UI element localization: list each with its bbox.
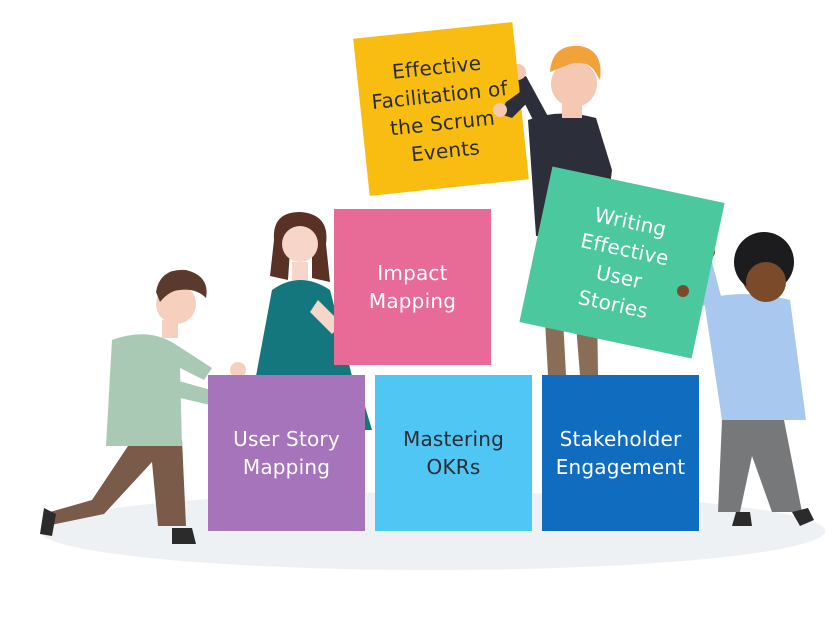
person-teal-dress <box>256 212 372 430</box>
person-green-sweater <box>40 269 246 544</box>
block-impact-mapping-label: Impact Mapping <box>368 261 457 313</box>
block-mastering-okrs-label: Mastering OKRs <box>402 427 505 479</box>
person-curly-hair-hand <box>677 285 689 297</box>
block-stakeholder-engagement: Stakeholder Engagement <box>542 375 699 531</box>
block-impact-mapping: Impact Mapping <box>334 209 491 365</box>
block-user-story-mapping-label: User Story Mapping <box>233 427 340 479</box>
block-stakeholder-engagement-label: Stakeholder Engagement <box>555 427 686 479</box>
block-mastering-okrs: Mastering OKRs <box>375 375 532 531</box>
person-orange-hair-arm <box>493 92 526 118</box>
block-user-story-mapping: User Story Mapping <box>208 375 365 531</box>
